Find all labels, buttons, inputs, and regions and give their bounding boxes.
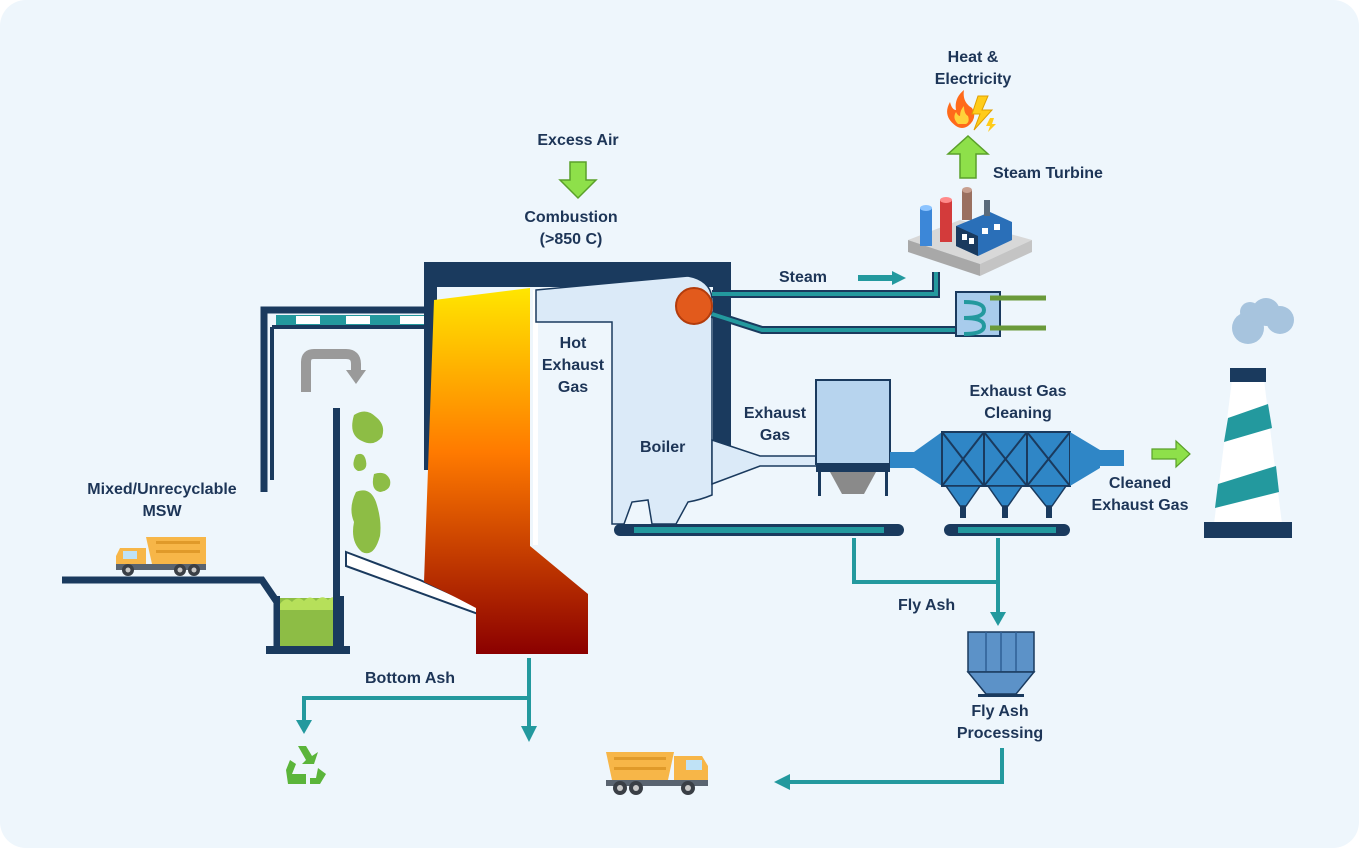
steam-label: Steam: [779, 269, 828, 286]
hot-exhaust-line2: Exhaust: [541, 357, 605, 374]
fly-ash-label: Fly Ash: [898, 597, 956, 614]
cleaned-exhaust-gas-label: Cleaned Exhaust Gas: [1092, 473, 1189, 517]
falling-waste: [351, 411, 391, 554]
exhaust-gas-cleaning-label: Exhaust Gas Cleaning: [970, 381, 1067, 425]
hot-exhaust-line1: Hot: [559, 335, 587, 352]
cleaning-ash-conveyor: [944, 524, 1070, 536]
msw-label-line1: Mixed/Unrecyclable: [87, 481, 237, 498]
air-duct: [260, 306, 430, 492]
ash-truck-icon: [606, 752, 708, 795]
lightning-icon: [971, 95, 996, 132]
factory-icon: [908, 187, 1032, 276]
excess-air-arrow: [558, 161, 598, 200]
msw-label: Mixed/Unrecyclable MSW: [87, 479, 236, 523]
feed-conveyor: [62, 576, 281, 652]
gas-cleaning-unit: [890, 431, 1124, 518]
chimney-icon: [1204, 298, 1294, 538]
hot-exhaust-line3: Gas: [557, 379, 589, 396]
exhaust-gas-label: Exhaust Gas: [744, 403, 806, 447]
fly-ash-flow: [852, 538, 1006, 626]
fly-ash-output-flow: [774, 748, 1004, 790]
heat-label-line2: Electricity: [934, 71, 1012, 88]
combustion-label-line1: Combustion: [524, 209, 618, 226]
exhaust-gas-line1: Exhaust: [743, 405, 807, 422]
boiler-ash-conveyor: [614, 524, 904, 536]
steam-turbine-label: Steam Turbine: [993, 165, 1103, 182]
fly-processing-line1: Fly Ash: [971, 703, 1029, 720]
fire-icon: [947, 90, 975, 128]
cleaned-gas-arrow: [1151, 439, 1191, 469]
msw-label-line2: MSW: [142, 503, 182, 520]
cleaned-gas-line1: Cleaned: [1108, 475, 1172, 492]
exhaust-silo: [815, 379, 891, 496]
heat-electricity-label: Heat & Electricity: [935, 47, 1011, 91]
fly-ash-hopper: [966, 631, 1036, 697]
fly-processing-line2: Processing: [956, 725, 1044, 742]
hot-exhaust-gas-label: Hot Exhaust Gas: [542, 333, 604, 399]
gas-cleaning-line1: Exhaust Gas: [969, 383, 1067, 400]
gas-cleaning-line2: Cleaning: [984, 405, 1052, 422]
bottom-ash-label: Bottom Ash: [365, 670, 456, 687]
heat-label-line1: Heat &: [947, 49, 999, 66]
boiler-label: Boiler: [640, 439, 686, 456]
feed-curved-arrow-icon: [301, 349, 366, 392]
excess-air-label: Excess Air: [537, 132, 619, 149]
msw-truck-icon: [116, 537, 206, 576]
combustion-label: Combustion (>850 C): [524, 207, 617, 251]
steam-piping: [710, 271, 962, 334]
fly-ash-processing-label: Fly Ash Processing: [957, 701, 1043, 745]
waste-pit: [266, 596, 350, 654]
boiler-vessel: [535, 275, 821, 525]
recycle-icon: [286, 746, 326, 784]
heat-output-arrow: [946, 134, 990, 179]
exhaust-gas-line2: Gas: [759, 427, 791, 444]
cleaned-gas-line2: Exhaust Gas: [1091, 497, 1189, 514]
heat-exchanger: [955, 291, 1046, 337]
combustion-label-line2: (>850 C): [539, 231, 603, 248]
bottom-ash-flow: [296, 658, 537, 742]
